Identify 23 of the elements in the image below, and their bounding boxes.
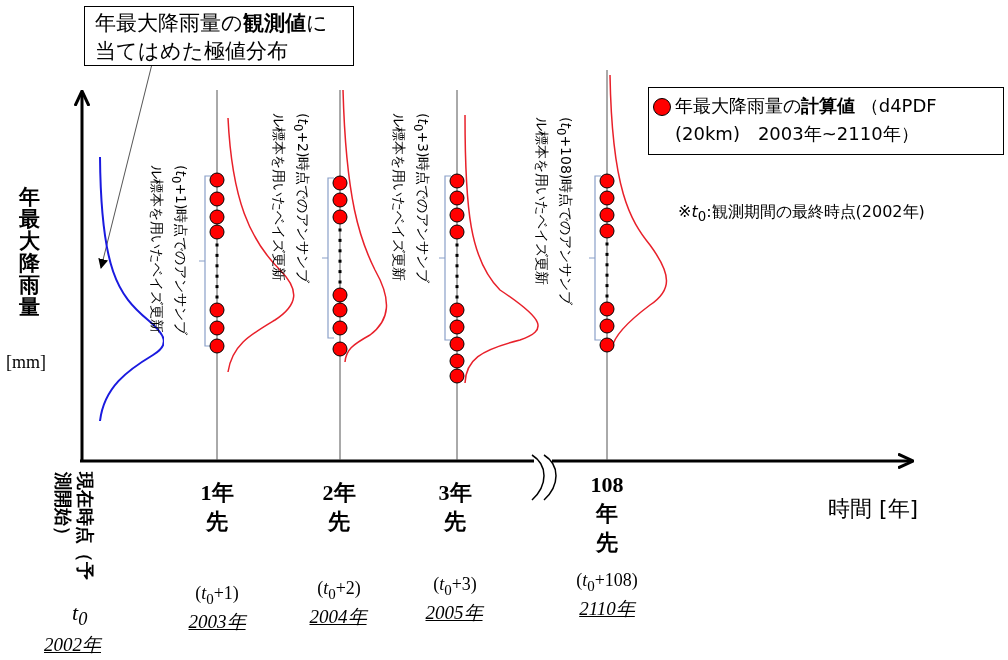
axis-title: 時間 [年] <box>828 495 919 523</box>
legend-text: 年最大降雨量の計算値 （d4PDF (20km) 2003年~2110年） <box>675 94 938 146</box>
year-label: 2005年 <box>424 601 485 625</box>
year-label: 2002年 <box>44 633 101 657</box>
tick-label: (t$_{0}$+2) <box>316 578 362 603</box>
year-label: 2003年 <box>187 610 248 634</box>
tick-label: (t$_{0}$+108) <box>575 570 639 595</box>
axis-unit: [mm] <box>6 352 46 373</box>
tick-label: (t$_{0}$+3) <box>432 574 478 599</box>
tick-label: 現在時点（予測開始） <box>52 472 96 582</box>
year-label: 2110年 <box>578 597 637 621</box>
callout-box: 年最大降雨量の観測値に当てはめた極値分布 <box>84 6 354 66</box>
leader-line <box>98 65 152 269</box>
distribution-curve <box>98 155 164 423</box>
tick-label: 3年先 <box>437 479 473 536</box>
tick-label: 1年先 <box>199 479 235 536</box>
tick-label: (t$_{0}$+1) <box>194 583 240 608</box>
note-text: ※t$_{0}$:観測期間の最終時点(2002年) <box>678 202 925 225</box>
tick-label: 108年先 <box>589 471 625 557</box>
tick-label: 2年先 <box>321 479 357 536</box>
year-label: 2004年 <box>308 605 369 629</box>
axis-title: 年最大降雨量 <box>18 186 40 318</box>
tick-label: t$_{0}$ <box>72 600 88 631</box>
